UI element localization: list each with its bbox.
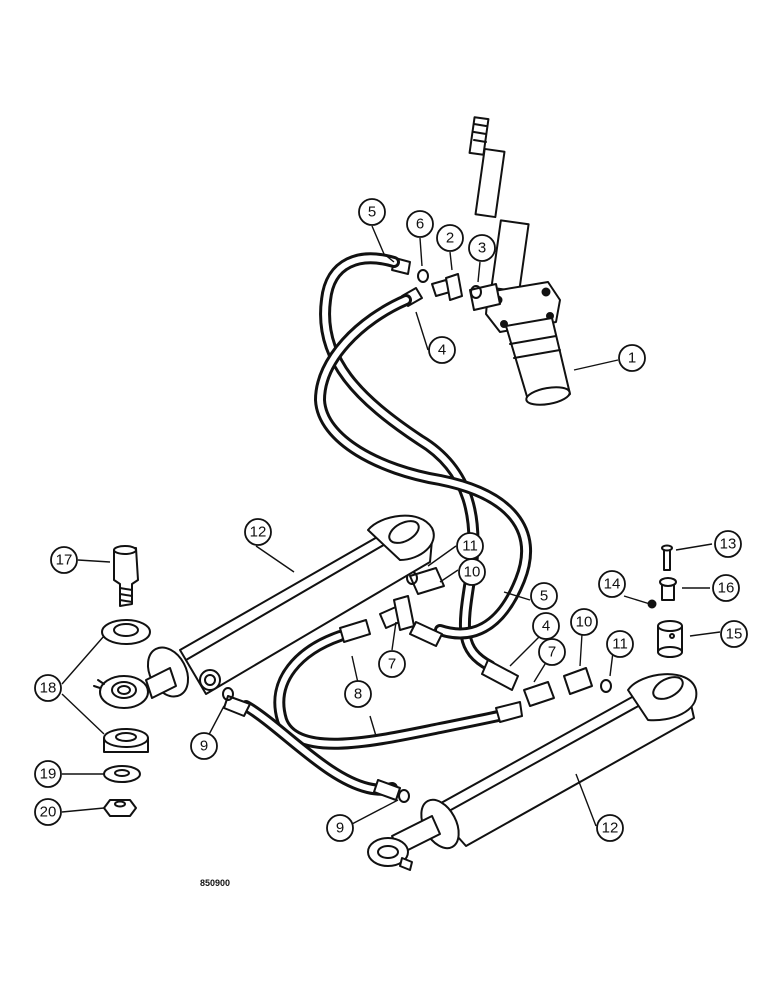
svg-text:2: 2	[446, 230, 454, 247]
svg-text:19: 19	[40, 766, 57, 783]
svg-text:11: 11	[462, 538, 478, 555]
svg-text:18: 18	[40, 680, 57, 697]
rod-end-ball-joint	[93, 675, 149, 709]
callout-9-right: 9	[326, 814, 354, 842]
callout-16: 16	[712, 574, 740, 602]
lower-fittings	[222, 567, 612, 803]
svg-text:17: 17	[56, 552, 73, 569]
steering-cylinder-upper	[145, 514, 435, 699]
callout-4-upper: 4	[428, 336, 456, 364]
svg-text:10: 10	[576, 614, 593, 631]
svg-text:3: 3	[478, 240, 486, 257]
callout-6: 6	[406, 210, 434, 238]
callout-2: 2	[436, 224, 464, 252]
lower-hoses	[223, 619, 523, 801]
svg-text:16: 16	[718, 580, 735, 597]
callout-14: 14	[598, 570, 626, 598]
callout-12-upper: 12	[244, 518, 272, 546]
steering-control-unit	[468, 116, 571, 406]
callout-13: 13	[714, 530, 742, 558]
svg-text:4: 4	[438, 342, 446, 359]
svg-text:13: 13	[720, 536, 737, 553]
svg-text:5: 5	[368, 204, 376, 221]
svg-text:12: 12	[602, 820, 619, 837]
callout-18: 18	[34, 674, 62, 702]
callout-3: 3	[468, 234, 496, 262]
callout-7-right: 7	[538, 638, 566, 666]
callout-1: 1	[618, 344, 646, 372]
callout-17: 17	[50, 546, 78, 574]
callout-5-lower: 5	[530, 582, 558, 610]
drawing-code: 850900	[200, 878, 230, 888]
svg-text:14: 14	[604, 576, 621, 593]
svg-text:5: 5	[540, 588, 548, 605]
callout-8: 8	[344, 680, 372, 708]
svg-text:8: 8	[354, 686, 362, 703]
svg-text:9: 9	[336, 820, 344, 837]
svg-text:6: 6	[416, 216, 424, 233]
steering-cylinder-lower	[367, 673, 698, 871]
svg-text:7: 7	[548, 644, 556, 661]
callout-19: 19	[34, 760, 62, 788]
callout-9-left: 9	[190, 732, 218, 760]
upper-hoses	[314, 252, 533, 691]
svg-text:9: 9	[200, 738, 208, 755]
svg-text:7: 7	[388, 656, 396, 673]
svg-text:1: 1	[628, 350, 636, 367]
svg-text:10: 10	[464, 564, 481, 581]
svg-text:4: 4	[542, 618, 550, 635]
svg-text:20: 20	[40, 804, 57, 821]
callout-11-upper: 11	[456, 532, 484, 560]
leader-lines	[61, 225, 721, 827]
loose-parts-right	[647, 544, 683, 658]
callout-12-lower: 12	[596, 814, 624, 842]
svg-text:12: 12	[250, 524, 267, 541]
svg-text:11: 11	[612, 636, 628, 653]
callout-4-lower: 4	[532, 612, 560, 640]
loose-parts-left	[101, 545, 151, 817]
callout-15: 15	[720, 620, 748, 648]
callout-11-lower: 11	[606, 630, 634, 658]
svg-text:15: 15	[726, 626, 743, 643]
callout-10-upper: 10	[458, 558, 486, 586]
callout-7-left: 7	[378, 650, 406, 678]
callout-5-upper: 5	[358, 198, 386, 226]
callout-10-lower: 10	[570, 608, 598, 636]
callout-20: 20	[34, 798, 62, 826]
